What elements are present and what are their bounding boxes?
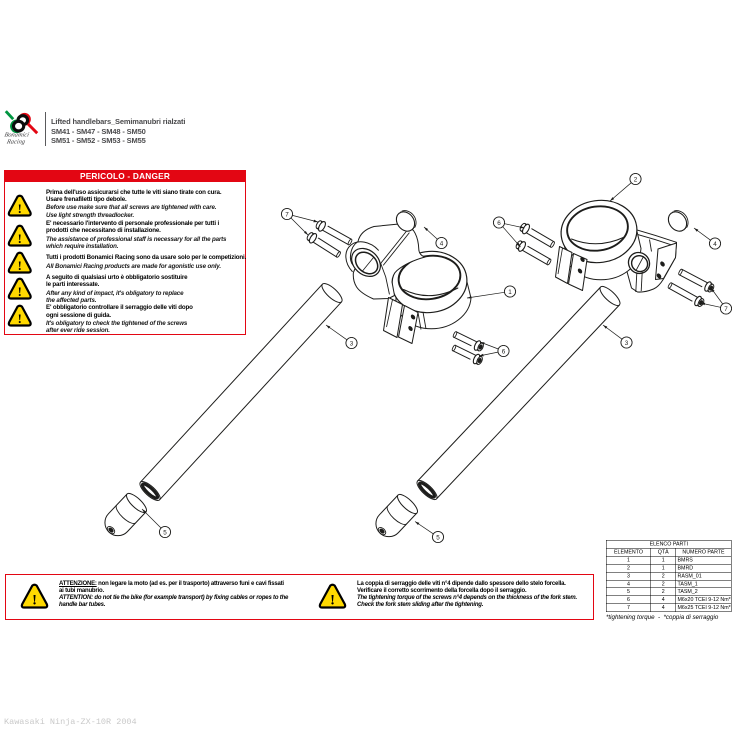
svg-text:Racing: Racing <box>5 139 26 146</box>
svg-text:Bonamici: Bonamici <box>4 132 30 139</box>
svg-text:7: 7 <box>285 211 289 218</box>
svg-text:2: 2 <box>634 176 638 183</box>
svg-text:7: 7 <box>724 306 728 313</box>
svg-text:3: 3 <box>350 340 354 347</box>
svg-text:3: 3 <box>625 340 629 347</box>
svg-text:!: ! <box>18 285 22 299</box>
svg-text:5: 5 <box>163 529 167 536</box>
svg-text:6: 6 <box>502 348 506 355</box>
svg-text:5: 5 <box>436 534 440 541</box>
svg-text:!: ! <box>32 592 37 608</box>
svg-text:!: ! <box>330 592 335 608</box>
svg-text:6: 6 <box>497 220 501 227</box>
svg-text:!: ! <box>18 312 22 326</box>
svg-text:4: 4 <box>440 240 444 247</box>
svg-text:!: ! <box>18 202 22 216</box>
svg-text:!: ! <box>18 259 22 273</box>
svg-text:4: 4 <box>713 241 717 248</box>
svg-text:!: ! <box>18 232 22 246</box>
svg-text:1: 1 <box>508 289 512 296</box>
